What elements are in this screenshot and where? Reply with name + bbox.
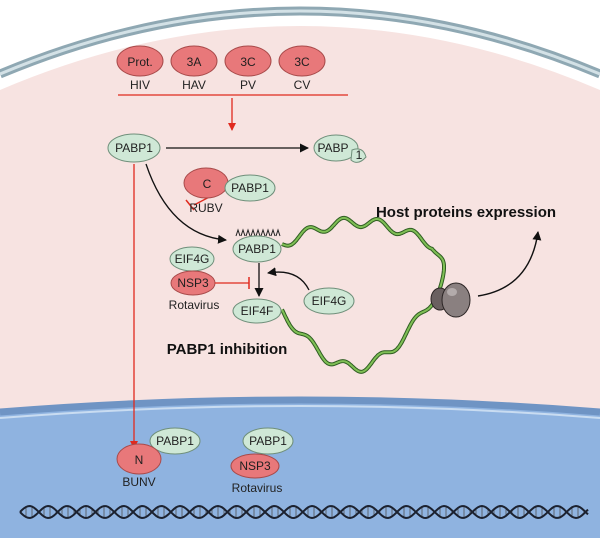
eif4g-label: EIF4G (175, 252, 210, 266)
rotavirus-label: Rotavirus (169, 298, 220, 312)
eif4f-label: EIF4F (241, 304, 274, 318)
translation-complex: PABP1 EIF4G NSP3 Rotavirus EIF4G EIF4F (169, 235, 355, 324)
ribosome-icon (430, 282, 471, 318)
protease-label: 3C (294, 55, 310, 69)
protease-item: 3A HAV (170, 45, 218, 92)
plasma-membrane-inner (0, 9, 600, 76)
nsp3-label: NSP3 (177, 276, 209, 290)
protease-item: 3C CV (278, 45, 326, 92)
pabp1-node: PABP1 (107, 133, 161, 163)
cleaved-label-a: PABP (317, 141, 348, 155)
cleaved-label-b: 1 (356, 148, 363, 162)
complex-pabp1-label: PABP1 (238, 242, 276, 256)
nuclear-envelope (0, 400, 600, 538)
mrna-binding-arrow (145, 163, 227, 244)
rubv-complex: C PABP1 RUBV (183, 167, 276, 215)
rota-partner-label: PABP1 (249, 434, 287, 448)
nucleus (0, 396, 600, 538)
polya-tail-icon (235, 228, 281, 237)
mrna-strand-highlight (281, 216, 445, 373)
rubv-partner-label: PABP1 (231, 181, 269, 195)
host-expression-label: Host proteins expression (376, 204, 556, 221)
protease-virus-label: HAV (182, 78, 206, 92)
protease-item: 3C PV (224, 45, 272, 92)
protease-row: Prot. HIV 3A HAV 3C PV 3C CV (116, 45, 326, 92)
rubv-virus-label: RUBV (189, 201, 222, 215)
rubv-protein-label: C (203, 177, 212, 191)
pabp1-cleaved: PABP 1 (313, 134, 367, 163)
dna-helix-icon (19, 504, 589, 520)
bunv-protein-label: N (135, 453, 144, 467)
eif4g-free-label: EIF4G (312, 294, 347, 308)
protease-virus-label: HIV (130, 78, 150, 92)
rota-virus-label: Rotavirus (232, 481, 283, 495)
bunv-partner-label: PABP1 (156, 434, 194, 448)
protease-label: Prot. (127, 55, 152, 69)
pabp1-label: PABP1 (115, 141, 153, 155)
protease-item: Prot. HIV (116, 45, 164, 92)
bunv-complex: PABP1 N BUNV (116, 427, 201, 489)
protease-virus-label: PV (240, 78, 256, 92)
protease-label: 3C (240, 55, 256, 69)
protease-label: 3A (187, 55, 202, 69)
rota-nuclear-complex: PABP1 NSP3 Rotavirus (230, 427, 294, 495)
inhibition-label: PABP1 inhibition (167, 341, 288, 358)
expression-arrow (477, 231, 542, 297)
rota-protein-label: NSP3 (239, 459, 271, 473)
bunv-virus-label: BUNV (122, 475, 155, 489)
protease-virus-label: CV (294, 78, 311, 92)
nuclear-membrane-line (0, 396, 600, 416)
